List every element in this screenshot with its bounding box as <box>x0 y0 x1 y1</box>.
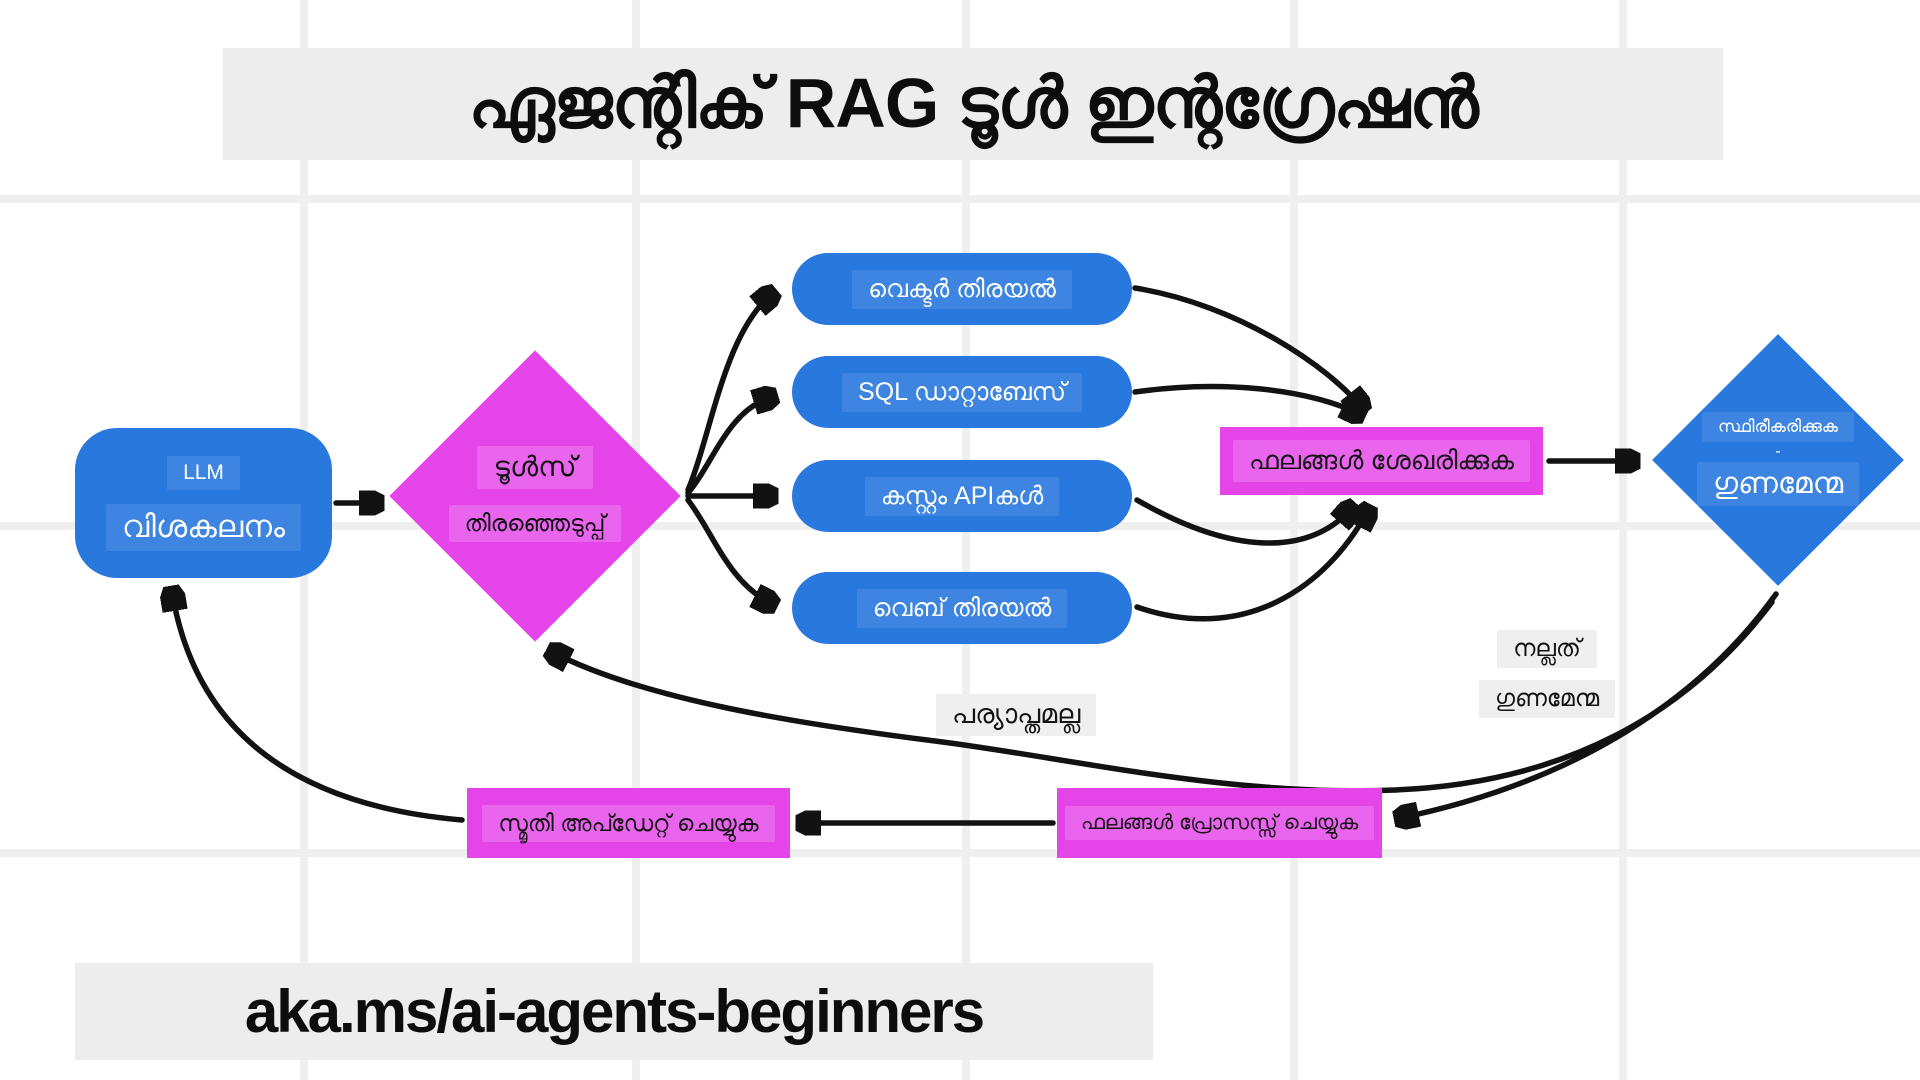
footer-link-text: aka.ms/ai-agents-beginners <box>244 978 985 1045</box>
node-tool-selection-label: ടൂൾസ് തിരഞ്ഞെടുപ്പ് <box>405 446 665 542</box>
grid-line <box>962 0 970 1080</box>
edge-custom-apis-to-collect-results <box>1134 500 1352 546</box>
edge-tool-selection-to-vector-search <box>685 294 772 493</box>
quality-check-separator: - <box>1775 443 1781 460</box>
grid-line <box>0 195 1920 203</box>
update-memory-label: സ്മൃതി അപ്ഡേറ്റ് ചെയ്യുക <box>482 804 775 842</box>
sql-database-label: SQL ഡാറ്റാബേസ് <box>841 372 1083 412</box>
footer-banner: aka.ms/ai-agents-beginners <box>75 963 1153 1060</box>
tool-selection-subtitle: തിരഞ്ഞെടുപ്പ് <box>448 505 622 542</box>
vector-search-label: വെക്ടർ തിരയൽ <box>852 269 1072 309</box>
good-quality-line2: ഗുണമേന്മ <box>1478 680 1616 718</box>
edge-label-good-quality: നല്ലത് ഗുണമേന്മ <box>1462 630 1632 718</box>
quality-check-title: സ്ഥിരീകരിക്കുക <box>1702 412 1854 442</box>
edge-tool-selection-to-web-search <box>685 497 772 604</box>
edge-label-insufficient: പര്യാപ്തമല്ല <box>936 694 1097 736</box>
process-results-label: ഫലങ്ങൾ പ്രോസസ്സ് ചെയ്യുക <box>1064 806 1375 840</box>
custom-apis-label: കസ്റ്റം APIകൾ <box>864 476 1060 516</box>
edge-tool-selection-to-sql-database <box>685 397 772 496</box>
page-title: ഏജന്റിക് RAG ടൂൾ ഇന്റഗ്രേഷൻ <box>468 64 1478 142</box>
node-process-results: ഫലങ്ങൾ പ്രോസസ്സ് ചെയ്യുക <box>1057 788 1382 858</box>
collect-results-label: ഫലങ്ങൾ ശേഖരിക്കുക <box>1232 440 1530 482</box>
node-update-memory: സ്മൃതി അപ്ഡേറ്റ് ചെയ്യുക <box>467 788 790 858</box>
title-banner: ഏജന്റിക് RAG ടൂൾ ഇന്റഗ്രേഷൻ <box>223 48 1723 160</box>
insufficient-label: പര്യാപ്തമല്ല <box>936 694 1097 736</box>
edge-sql-database-to-collect-results <box>1132 383 1360 414</box>
edge-update-memory-to-llm <box>172 592 465 823</box>
edge-web-search-to-collect-results <box>1134 510 1368 622</box>
node-vector-search: വെക്ടർ തിരയൽ <box>792 253 1132 325</box>
grid-line <box>1619 0 1627 1080</box>
tool-selection-title: ടൂൾസ് <box>477 446 593 489</box>
node-collect-results: ഫലങ്ങൾ ശേഖരിക്കുക <box>1220 427 1543 495</box>
llm-node-subtitle: വിശകലനം <box>105 503 302 551</box>
node-sql-database: SQL ഡാറ്റാബേസ് <box>792 356 1132 428</box>
llm-node-title: LLM <box>167 455 240 490</box>
edge-vector-search-to-collect-results <box>1132 285 1362 408</box>
node-llm-analysis: LLM വിശകലനം <box>75 428 332 578</box>
web-search-label: വെബ് തിരയൽ <box>856 588 1068 628</box>
good-quality-line1: നല്ലത് <box>1497 630 1597 668</box>
edge-quality-check-to-tool-selection <box>552 599 1775 794</box>
quality-check-subtitle: ഗുണമേന്മ <box>1696 462 1860 506</box>
grid-line <box>0 849 1920 857</box>
node-web-search: വെബ് തിരയൽ <box>792 572 1132 644</box>
node-custom-apis: കസ്റ്റം APIകൾ <box>792 460 1132 532</box>
node-quality-check-label: സ്ഥിരീകരിക്കുക - ഗുണമേന്മ <box>1668 412 1888 506</box>
